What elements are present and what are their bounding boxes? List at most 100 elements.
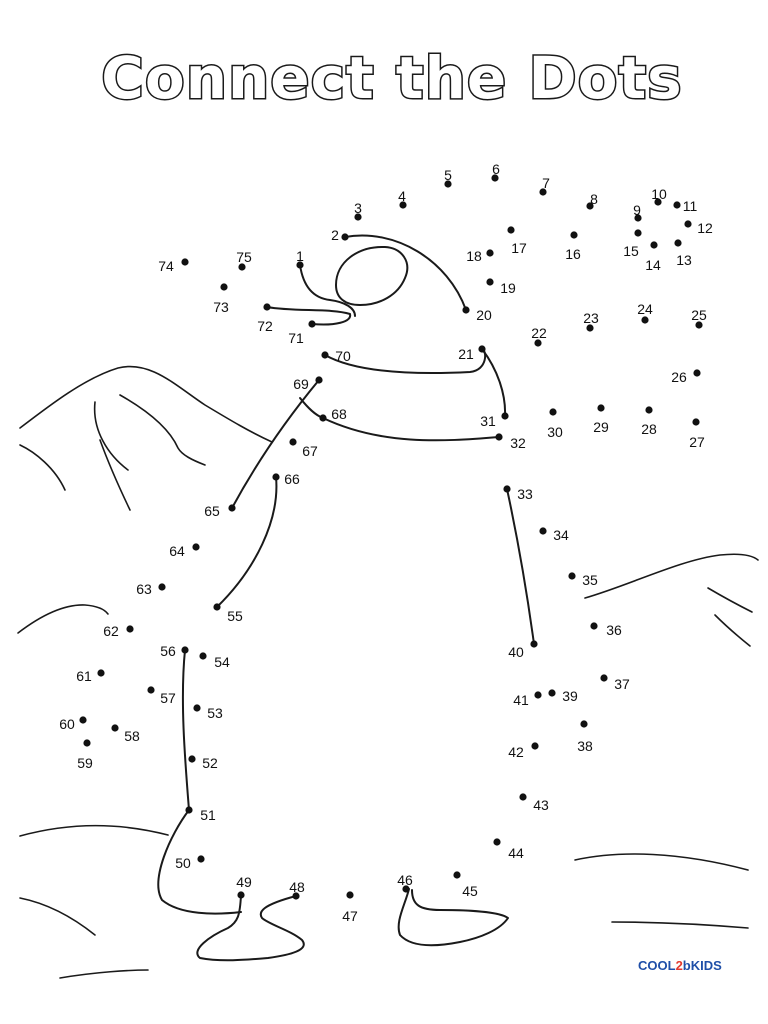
chest-line [322, 417, 500, 442]
dot-42 [531, 742, 539, 750]
dot-label-20: 20 [476, 307, 492, 323]
dot-53 [193, 704, 201, 712]
dot-label-47: 47 [342, 908, 358, 924]
dot-59 [83, 739, 91, 747]
dot-33 [503, 485, 511, 493]
dot-21 [478, 345, 486, 353]
dot-23 [586, 324, 594, 332]
hill-left [17, 604, 109, 634]
dot-label-2: 2 [331, 227, 339, 243]
dot-38 [580, 720, 588, 728]
dot-label-60: 60 [59, 716, 75, 732]
dot-70 [321, 351, 329, 359]
dot-5 [444, 180, 452, 188]
dot-label-38: 38 [577, 738, 593, 754]
dot-67 [289, 438, 297, 446]
dot-75 [238, 263, 246, 271]
dot-39 [548, 689, 556, 697]
dot-label-6: 6 [492, 161, 500, 177]
dot-label-9: 9 [633, 202, 641, 218]
dot-label-36: 36 [606, 622, 622, 638]
dot-25 [695, 321, 703, 329]
dot-label-50: 50 [175, 855, 191, 871]
eye-patch [335, 245, 409, 306]
dot-73 [220, 283, 228, 291]
dot-label-69: 69 [293, 376, 309, 392]
dot-65 [228, 504, 236, 512]
dot-label-58: 58 [124, 728, 140, 744]
dot-label-67: 67 [302, 443, 318, 459]
dot-49 [237, 891, 245, 899]
dot-9 [634, 214, 642, 222]
dot-51 [185, 806, 193, 814]
dot-16 [570, 231, 578, 239]
dot-label-46: 46 [397, 872, 413, 888]
dot-label-70: 70 [335, 348, 351, 364]
dot-17 [507, 226, 515, 234]
dot-label-15: 15 [623, 243, 639, 259]
dot-label-75: 75 [236, 249, 252, 265]
dot-54 [199, 652, 207, 660]
dot-26 [693, 369, 701, 377]
dot-label-45: 45 [462, 883, 478, 899]
dot-label-72: 72 [257, 318, 273, 334]
mountain-ridge-3 [19, 444, 66, 491]
dot-19 [486, 278, 494, 286]
dot-label-7: 7 [542, 175, 550, 191]
mountain-ridge-2 [119, 394, 206, 466]
dot-13 [674, 239, 682, 247]
dot-label-53: 53 [207, 705, 223, 721]
dot-label-68: 68 [331, 406, 347, 422]
dot-66 [272, 473, 280, 481]
dot-74 [181, 258, 189, 266]
dot-label-3: 3 [354, 200, 362, 216]
dot-46 [402, 885, 410, 893]
dot-label-64: 64 [169, 543, 185, 559]
site-logo: COOL2bKIDS [638, 958, 722, 973]
dot-24 [641, 316, 649, 324]
dot-36 [590, 622, 598, 630]
dot-27 [692, 418, 700, 426]
dot-32 [495, 433, 503, 441]
dot-47 [346, 891, 354, 899]
dot-18 [486, 249, 494, 257]
dot-29 [597, 404, 605, 412]
dot-label-22: 22 [531, 325, 547, 341]
head-arc [344, 234, 467, 311]
dot-label-26: 26 [671, 369, 687, 385]
dot-72 [263, 303, 271, 311]
leg-left [157, 809, 242, 915]
dot-label-37: 37 [614, 676, 630, 692]
dot-label-27: 27 [689, 434, 705, 450]
logo-part-3: bKIDS [683, 958, 722, 973]
dot-label-5: 5 [444, 167, 452, 183]
dot-label-73: 73 [213, 299, 229, 315]
flipper-left-bottom [216, 476, 278, 608]
dot-41 [534, 691, 542, 699]
ground-right-1 [574, 853, 749, 871]
dot-label-4: 4 [398, 188, 406, 204]
mountain-left [19, 365, 273, 443]
hill-right-line-1 [707, 587, 753, 613]
dot-label-28: 28 [641, 421, 657, 437]
dot-3 [354, 213, 362, 221]
dot-57 [147, 686, 155, 694]
dot-label-59: 59 [77, 755, 93, 771]
penguin-outline [157, 234, 535, 962]
flipper-right [506, 488, 535, 645]
beak-upper [299, 264, 356, 317]
dot-62 [126, 625, 134, 633]
dot-64 [192, 543, 200, 551]
dot-label-13: 13 [676, 252, 692, 268]
dot-10 [654, 198, 662, 206]
page-title: Connect the Dots [101, 44, 682, 112]
dot-4 [399, 201, 407, 209]
dot-label-62: 62 [103, 623, 119, 639]
dot-label-24: 24 [637, 301, 653, 317]
dot-label-23: 23 [583, 310, 599, 326]
dot-label-16: 16 [565, 246, 581, 262]
dot-56 [181, 646, 189, 654]
dot-label-55: 55 [227, 608, 243, 624]
